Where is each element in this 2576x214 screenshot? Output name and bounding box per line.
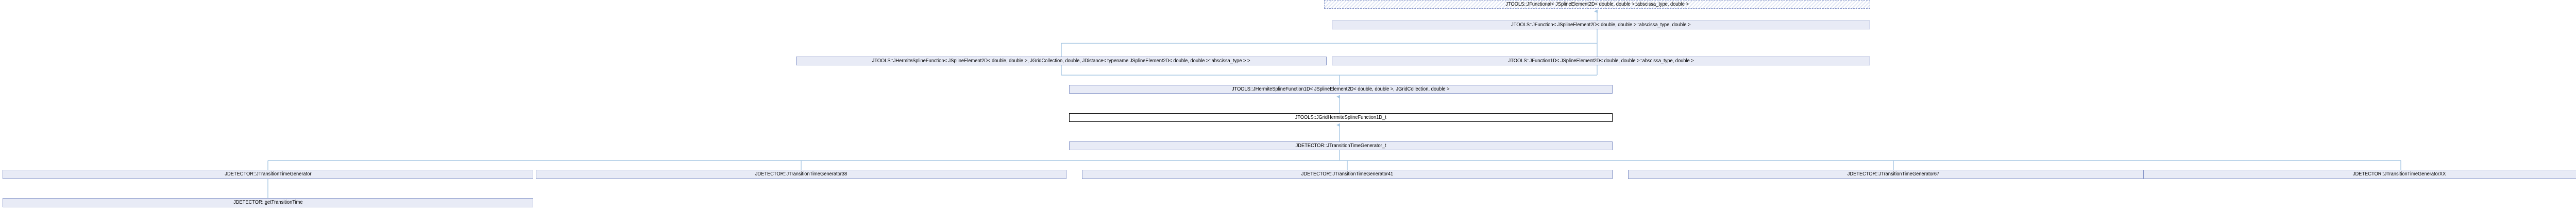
graph-node-label: JTOOLS::JHermiteSplineFunction< JSplineE…	[872, 58, 1250, 64]
graph-node-jfunction[interactable]: JTOOLS::JFunction< JSplineElement2D< dou…	[1332, 21, 1870, 29]
graph-node-label: JTOOLS::JFunctional< JSplineElement2D< d…	[1505, 1, 1689, 7]
graph-node-jgridhermitesplinefunction1d-t[interactable]: JTOOLS::JGridHermiteSplineFunction1D_t	[1069, 113, 1613, 122]
graph-node-jtransitiontimegenerator[interactable]: JDETECTOR::JTransitionTimeGenerator	[3, 170, 533, 179]
graph-node-jfunction1d[interactable]: JTOOLS::JFunction1D< JSplineElement2D< d…	[1332, 57, 1870, 65]
graph-node-jfunctional[interactable]: JTOOLS::JFunctional< JSplineElement2D< d…	[1324, 0, 1870, 9]
graph-node-label: JTOOLS::JGridHermiteSplineFunction1D_t	[1295, 114, 1387, 120]
graph-node-jtransitiontimegenerator41[interactable]: JDETECTOR::JTransitionTimeGenerator41	[1082, 170, 1613, 179]
graph-node-label: JDETECTOR::JTransitionTimeGenerator41	[1301, 171, 1394, 177]
graph-node-gettransitiontime[interactable]: JDETECTOR::getTransitionTime	[3, 198, 533, 207]
graph-node-jtransitiontimegeneratorxx[interactable]: JDETECTOR::JTransitionTimeGeneratorXX	[2143, 170, 2576, 179]
graph-node-label: JTOOLS::JFunction< JSplineElement2D< dou…	[1511, 22, 1691, 28]
graph-node-label: JDETECTOR::JTransitionTimeGenerator	[224, 171, 312, 177]
graph-node-label: JDETECTOR::JTransitionTimeGenerator67	[1847, 171, 1940, 177]
graph-node-label: JDETECTOR::getTransitionTime	[233, 200, 303, 205]
graph-node-label: JDETECTOR::JTransitionTimeGenerator_t	[1295, 142, 1386, 149]
graph-node-label: JTOOLS::JHermiteSplineFunction1D< JSplin…	[1232, 86, 1450, 92]
graph-node-label: JDETECTOR::JTransitionTimeGenerator38	[755, 171, 848, 177]
graph-node-jtransitiontimegenerator-t[interactable]: JDETECTOR::JTransitionTimeGenerator_t	[1069, 141, 1613, 150]
graph-node-jtransitiontimegenerator38[interactable]: JDETECTOR::JTransitionTimeGenerator38	[536, 170, 1066, 179]
graph-node-jtransitiontimegenerator67[interactable]: JDETECTOR::JTransitionTimeGenerator67	[1628, 170, 2159, 179]
graph-node-label: JTOOLS::JFunction1D< JSplineElement2D< d…	[1508, 58, 1694, 64]
graph-node-jhermitesplinefunction1d[interactable]: JTOOLS::JHermiteSplineFunction1D< JSplin…	[1069, 85, 1613, 94]
graph-node-label: JDETECTOR::JTransitionTimeGeneratorXX	[2353, 171, 2446, 177]
graph-node-jhermitesplinefunction[interactable]: JTOOLS::JHermiteSplineFunction< JSplineE…	[796, 57, 1327, 65]
